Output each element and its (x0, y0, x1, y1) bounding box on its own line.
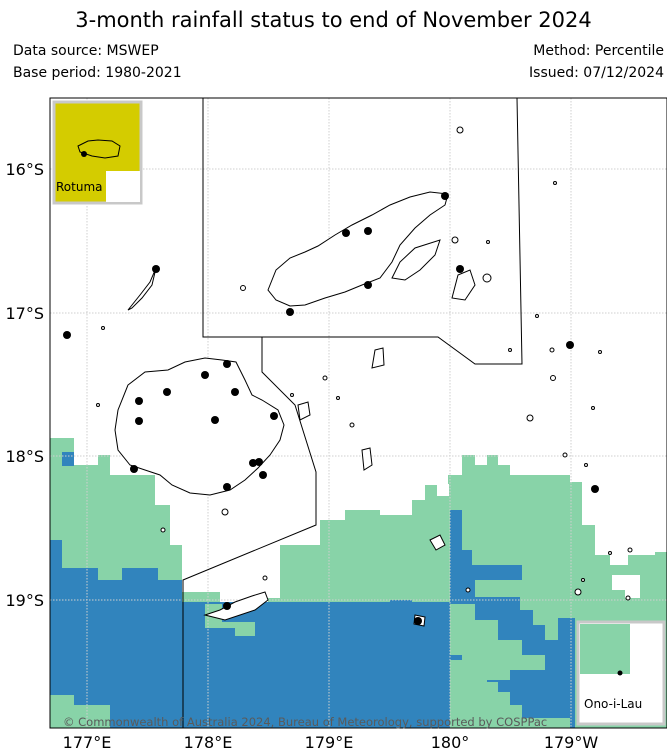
map-area (50, 98, 667, 728)
map-title: 3-month rainfall status to end of Novemb… (75, 8, 592, 32)
rotuma-label: Rotuma (56, 180, 103, 194)
lat-label-16s: 16°S (5, 160, 44, 179)
lon-label-178e: 178°E (184, 733, 233, 752)
method: Method: Percentile (533, 43, 664, 59)
lat-label-18s: 18°S (5, 447, 44, 466)
very-much-below-area (50, 540, 62, 568)
rotuma-inset: Rotuma (52, 100, 143, 205)
below-average-area (50, 695, 110, 728)
lau-island (371, 347, 385, 369)
lon-label-179w: 179°W (544, 733, 599, 752)
lon-label-179e: 179°E (305, 733, 354, 752)
lat-label-19s: 19°S (5, 591, 44, 610)
zone-boundaries (182, 98, 523, 728)
ono-i-lau-label: Ono-i-Lau (584, 697, 642, 711)
lon-label-180: 180° (431, 733, 470, 752)
map-frame (49, 97, 667, 729)
below-average-area (450, 604, 545, 680)
vanua-levu-island (267, 191, 449, 307)
yasawa-islands (127, 267, 157, 311)
lat-label-17s: 17°S (5, 304, 44, 323)
lau-island (429, 534, 446, 551)
lau-island (451, 269, 476, 301)
issued-date: Issued: 07/12/2024 (529, 65, 664, 81)
lon-label-177e: 177°E (63, 733, 112, 752)
metadata-right: Method: Percentile Issued: 07/12/2024 (529, 40, 664, 84)
base-period: Base period: 1980-2021 (13, 65, 182, 81)
very-much-below-area (62, 452, 74, 466)
taveuni-island (391, 239, 441, 281)
rain-stations (63, 192, 599, 625)
small-islets (96, 126, 633, 601)
lomaiviti-island (297, 401, 311, 421)
no-shading-gap (612, 575, 640, 598)
copyright-notice: © Commonwealth of Australia 2024, Bureau… (63, 715, 547, 729)
no-shading-gap (437, 484, 449, 496)
data-source: Data source: MSWEP (13, 43, 159, 59)
ono-i-lau-inset: Ono-i-Lau (576, 620, 666, 726)
metadata-left: Data source: MSWEP Base period: 1980-202… (13, 40, 182, 84)
viti-levu-island (114, 357, 285, 496)
lomaiviti-island (361, 447, 373, 471)
